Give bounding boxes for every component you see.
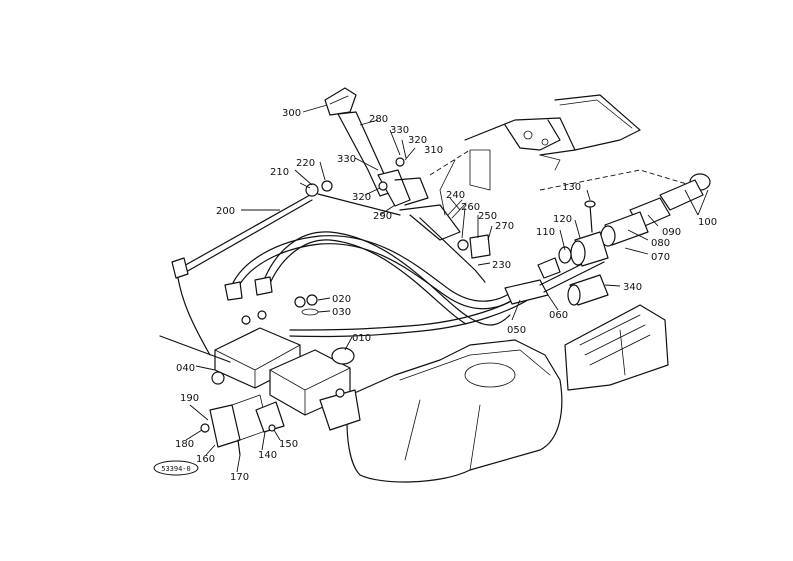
side-panel	[564, 304, 669, 391]
label-050: 050	[507, 325, 526, 336]
label-130: 130	[562, 182, 581, 193]
label-300: 300	[282, 108, 301, 119]
pipe-assembly	[504, 254, 605, 305]
label-030: 030	[332, 307, 351, 318]
label-180: 180	[175, 439, 194, 450]
label-260: 260	[461, 202, 480, 213]
label-190: 190	[180, 393, 199, 404]
label-020: 020	[332, 294, 351, 305]
lever-assembly	[324, 87, 491, 283]
label-110: 110	[536, 227, 555, 238]
label-170: 170	[230, 472, 249, 483]
label-140: 140	[258, 450, 277, 461]
label-320-b: 320	[352, 192, 371, 203]
stamp-code: 53394-0	[161, 465, 191, 473]
label-280: 280	[369, 114, 388, 125]
label-060: 060	[549, 310, 568, 321]
reference-stamp: 53394-0	[153, 460, 199, 476]
mount-bracket	[200, 394, 285, 456]
control-rod	[171, 180, 401, 356]
label-220: 220	[296, 158, 315, 169]
label-210: 210	[270, 167, 289, 178]
part-labels: 300 280 330 320 310 330 320 290 220 210 …	[175, 108, 717, 483]
label-200: 200	[216, 206, 235, 217]
label-230: 230	[492, 260, 511, 271]
label-250: 250	[478, 211, 497, 222]
label-080: 080	[651, 238, 670, 249]
label-340: 340	[623, 282, 642, 293]
label-120: 120	[553, 214, 572, 225]
label-290: 290	[373, 211, 392, 222]
label-150: 150	[279, 439, 298, 450]
tank-body	[346, 339, 563, 483]
tractor-frame	[429, 94, 691, 216]
label-090: 090	[662, 227, 681, 238]
label-100: 100	[698, 217, 717, 228]
label-010: 010	[352, 333, 371, 344]
hydraulic-hoses	[224, 231, 535, 338]
control-valve	[159, 294, 361, 431]
label-240: 240	[446, 190, 465, 201]
label-320-a: 320	[408, 135, 427, 146]
label-070: 070	[651, 252, 670, 263]
label-160: 160	[196, 454, 215, 465]
label-270: 270	[495, 221, 514, 232]
cylinder-group	[558, 173, 711, 306]
label-330-a: 330	[390, 125, 409, 136]
label-040: 040	[176, 363, 195, 374]
label-330-b: 330	[337, 154, 356, 165]
leader-lines	[185, 104, 709, 473]
label-310: 310	[424, 145, 443, 156]
